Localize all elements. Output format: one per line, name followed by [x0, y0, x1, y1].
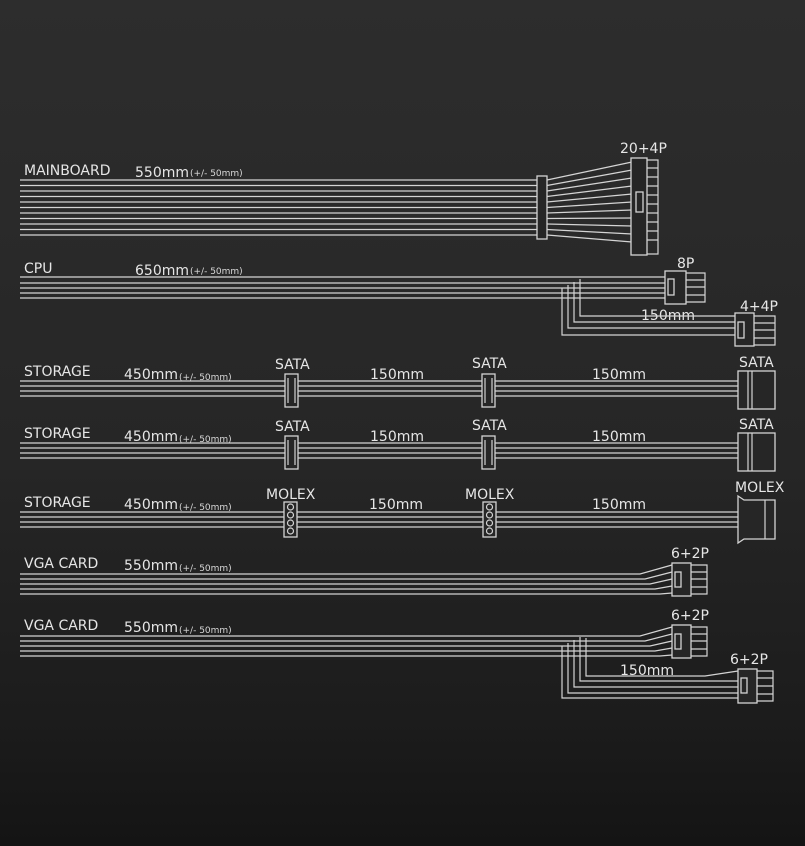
- sata-inline-connector: [284, 373, 299, 408]
- cable-length: 450mm: [124, 497, 178, 513]
- connector-label: 6+2P: [671, 546, 709, 562]
- segment-length: 150mm: [370, 367, 424, 383]
- molex-inline-connector: [482, 501, 497, 538]
- cable-length: 450mm: [124, 429, 178, 445]
- sata-inline-connector: [481, 373, 496, 408]
- cable-tolerance: (+/- 50mm): [179, 626, 232, 636]
- connector-label: MOLEX: [465, 487, 515, 503]
- vga-wires: [20, 564, 673, 595]
- connector-label: MOLEX: [266, 487, 316, 503]
- segment-length: 150mm: [592, 367, 646, 383]
- segment-length: 150mm: [592, 497, 646, 513]
- segment-length: 150mm: [369, 497, 423, 513]
- cable-length: 550mm: [135, 165, 189, 181]
- cable-tolerance: (+/- 50mm): [190, 267, 243, 277]
- storage-wires: [20, 442, 738, 459]
- connector-6-2p: [671, 562, 708, 597]
- connector-label: SATA: [739, 417, 774, 433]
- connector-6-2p: [737, 668, 774, 704]
- connector-4-4p: [734, 312, 776, 347]
- cable-tolerance: (+/- 50mm): [190, 169, 243, 179]
- cable-label: CPU: [24, 261, 52, 277]
- connector-6-2p: [671, 624, 708, 659]
- storage-wires: [20, 380, 738, 397]
- cable-cpu: CPU 650mm (+/- 50mm) 8P 150mm 4+4P: [20, 256, 778, 347]
- cable-length: 650mm: [135, 263, 189, 279]
- sata-inline-connector: [481, 435, 496, 470]
- cable-tolerance: (+/- 50mm): [179, 435, 232, 445]
- cable-vga-2: VGA CARD 550mm (+/- 50mm) 6+2P 150mm 6+2…: [20, 608, 774, 704]
- cpu-wires: [20, 276, 735, 336]
- sata-end-connector: [737, 432, 776, 472]
- cable-label: MAINBOARD: [24, 163, 110, 179]
- mainboard-wires: [20, 161, 633, 243]
- cable-label: STORAGE: [24, 495, 91, 511]
- cable-label: STORAGE: [24, 426, 91, 442]
- connector-8p: [664, 270, 706, 305]
- segment-length: 150mm: [370, 429, 424, 445]
- cable-storage-sata-2: STORAGE 450mm (+/- 50mm) SATA 150mm SATA…: [20, 417, 776, 472]
- cable-length: 550mm: [124, 620, 178, 636]
- cable-label: VGA CARD: [24, 618, 98, 634]
- cable-sleeve-clip: [536, 175, 548, 240]
- molex-inline-connector: [283, 501, 298, 538]
- sata-end-connector: [737, 370, 776, 410]
- cable-length: 550mm: [124, 558, 178, 574]
- connector-label: SATA: [739, 355, 774, 371]
- cable-storage-molex: STORAGE 450mm (+/- 50mm) MOLEX 150mm MOL…: [20, 480, 785, 545]
- cable-storage-sata-1: STORAGE 450mm (+/- 50mm) SATA 150mm SATA…: [20, 355, 776, 410]
- molex-end-connector: [737, 494, 776, 545]
- connector-label: 8P: [677, 256, 694, 272]
- connector-label: SATA: [275, 419, 310, 435]
- cable-length: 450mm: [124, 367, 178, 383]
- cable-tolerance: (+/- 50mm): [179, 564, 232, 574]
- connector-label: 20+4P: [620, 141, 667, 157]
- connector-label: SATA: [275, 357, 310, 373]
- cable-tolerance: (+/- 50mm): [179, 373, 232, 383]
- segment-length: 150mm: [592, 429, 646, 445]
- connector-label: 4+4P: [740, 299, 778, 315]
- connector-label: 6+2P: [730, 652, 768, 668]
- connector-label: SATA: [472, 356, 507, 372]
- storage-wires: [20, 511, 738, 528]
- connector-20-4p: [630, 157, 659, 256]
- cable-mainboard: MAINBOARD 550mm (+/- 50mm) 20+4P: [20, 141, 667, 256]
- sata-inline-connector: [284, 435, 299, 470]
- cable-tolerance: (+/- 50mm): [179, 503, 232, 513]
- extension-length: 150mm: [620, 663, 674, 679]
- vga-wires: [20, 626, 739, 699]
- connector-label: SATA: [472, 418, 507, 434]
- connector-label: 6+2P: [671, 608, 709, 624]
- cable-label: VGA CARD: [24, 556, 98, 572]
- cable-label: STORAGE: [24, 364, 91, 380]
- connector-label: MOLEX: [735, 480, 785, 496]
- cable-vga-1: VGA CARD 550mm (+/- 50mm) 6+2P: [20, 546, 709, 597]
